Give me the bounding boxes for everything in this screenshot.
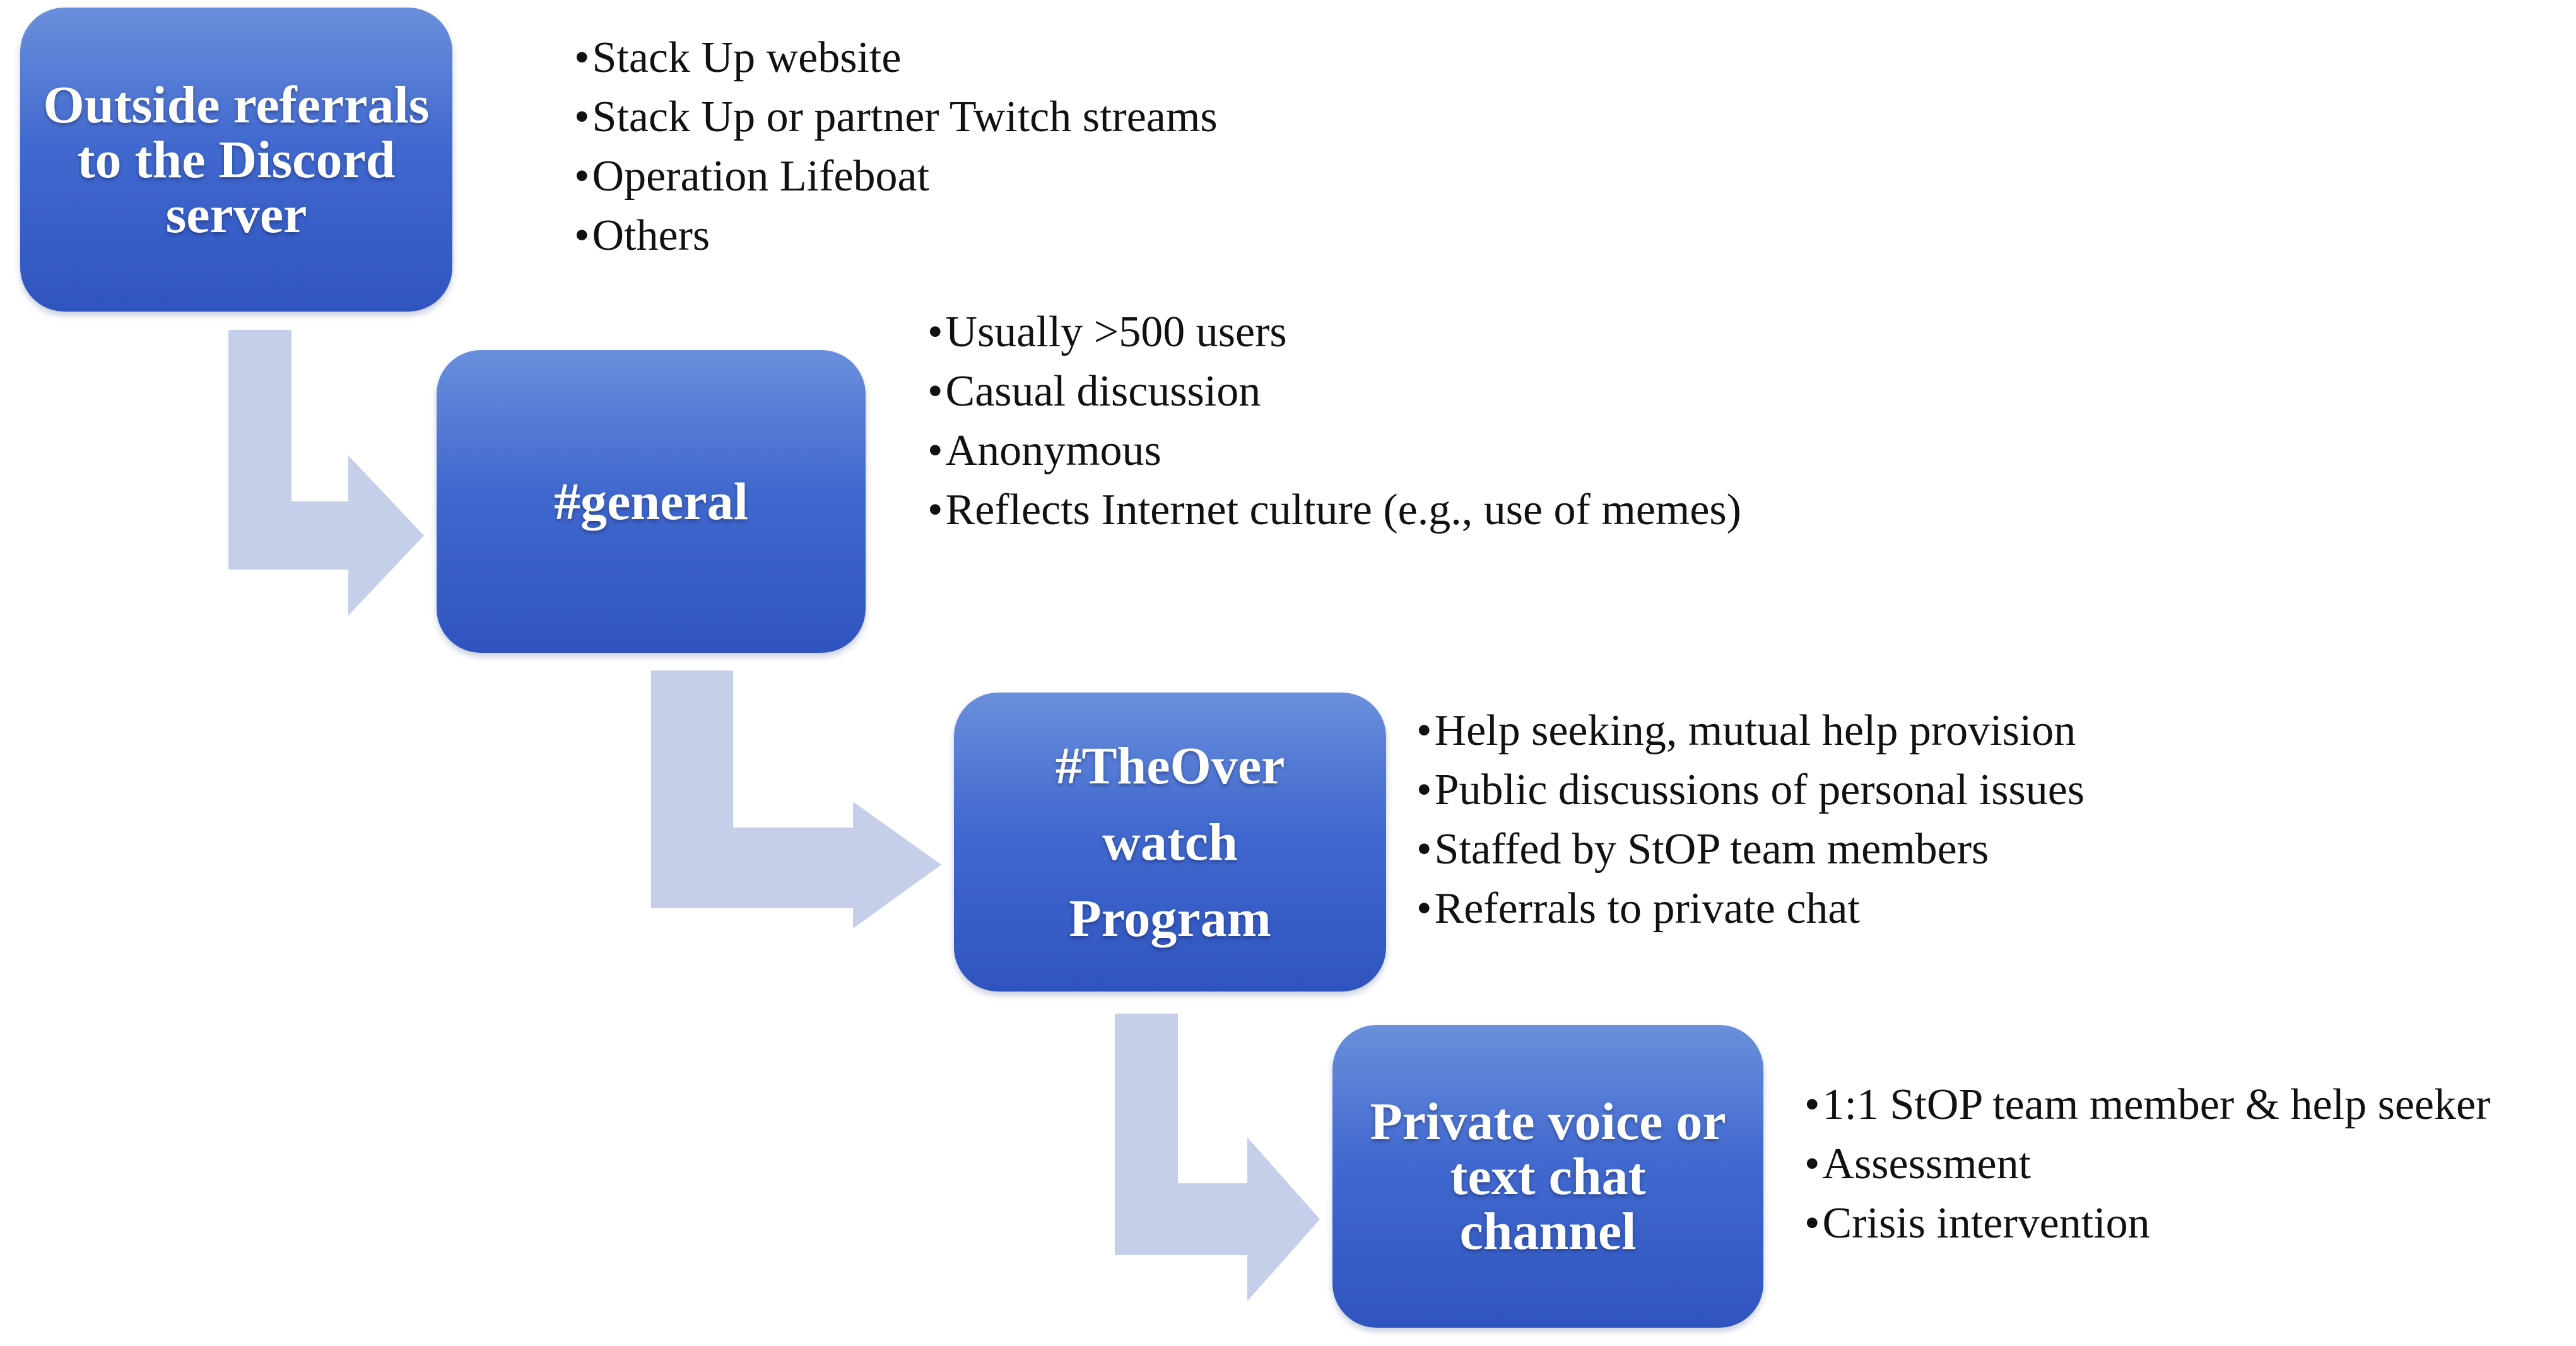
- stage-title-line: channel: [1459, 1202, 1637, 1261]
- bullet-item: Reflects Internet culture (e.g., use of …: [927, 481, 1741, 540]
- bullet-item: Stack Up website: [574, 28, 1218, 88]
- bullet-item: Others: [574, 206, 1218, 266]
- stage-title-line: text chat: [1450, 1147, 1646, 1206]
- flow-arrow-2: [651, 670, 941, 928]
- bullet-item: Help seeking, mutual help provision: [1416, 701, 2085, 761]
- stage-title-line: Private voice or: [1370, 1092, 1726, 1151]
- bullet-item: Operation Lifeboat: [574, 147, 1218, 206]
- bullet-item: 1:1 StOP team member & help seeker: [1804, 1075, 2491, 1135]
- bullet-item: Usually >500 users: [927, 303, 1741, 362]
- stage-box-general: #general: [437, 350, 866, 653]
- flow-arrow-3: [1115, 1014, 1320, 1301]
- stage-title: Private voice or text chat channel: [1370, 1094, 1726, 1259]
- bullet-item: Crisis intervention: [1804, 1194, 2490, 1253]
- flow-arrow-1: [228, 330, 424, 616]
- stage-title-line: Outside referrals: [43, 75, 430, 134]
- stage-bullets-overwatch-program: Help seeking, mutual help provision Publ…: [1416, 701, 2085, 939]
- stage-bullets-general: Usually >500 users Casual discussion Ano…: [927, 303, 1741, 540]
- bullet-item: Assessment: [1804, 1135, 2490, 1194]
- stage-title: Outside referrals to the Discord server: [44, 78, 430, 242]
- stage-title: #general: [554, 474, 748, 529]
- bullet-item: Anonymous: [927, 421, 1741, 481]
- bullet-item: Public discussions of personal issues: [1416, 761, 2085, 820]
- stage-box-overwatch-program: #TheOver watch Program: [954, 693, 1386, 992]
- bullet-item: Casual discussion: [927, 362, 1741, 421]
- bullet-item: Referrals to private chat: [1416, 879, 2085, 939]
- stage-bullets-private-channel: 1:1 StOP team member & help seeker Asses…: [1804, 1075, 2491, 1253]
- stage-title-line: #general: [554, 472, 748, 531]
- stage-title-line: server: [165, 185, 307, 244]
- stage-title-line: Program: [1069, 889, 1271, 948]
- stage-title-line: to the Discord: [77, 130, 396, 189]
- stage-box-outside-referrals: Outside referrals to the Discord server: [20, 8, 452, 312]
- stage-title: #TheOver watch Program: [1056, 728, 1285, 957]
- stage-bullets-outside-referrals: Stack Up website Stack Up or partner Twi…: [574, 28, 1218, 266]
- stage-title-line: watch: [1102, 812, 1238, 872]
- bullet-item: Stack Up or partner Twitch streams: [574, 88, 1218, 147]
- bullet-item: Staffed by StOP team members: [1416, 820, 2085, 879]
- stage-title-line: #TheOver: [1055, 736, 1285, 795]
- stage-box-private-channel: Private voice or text chat channel: [1332, 1025, 1763, 1328]
